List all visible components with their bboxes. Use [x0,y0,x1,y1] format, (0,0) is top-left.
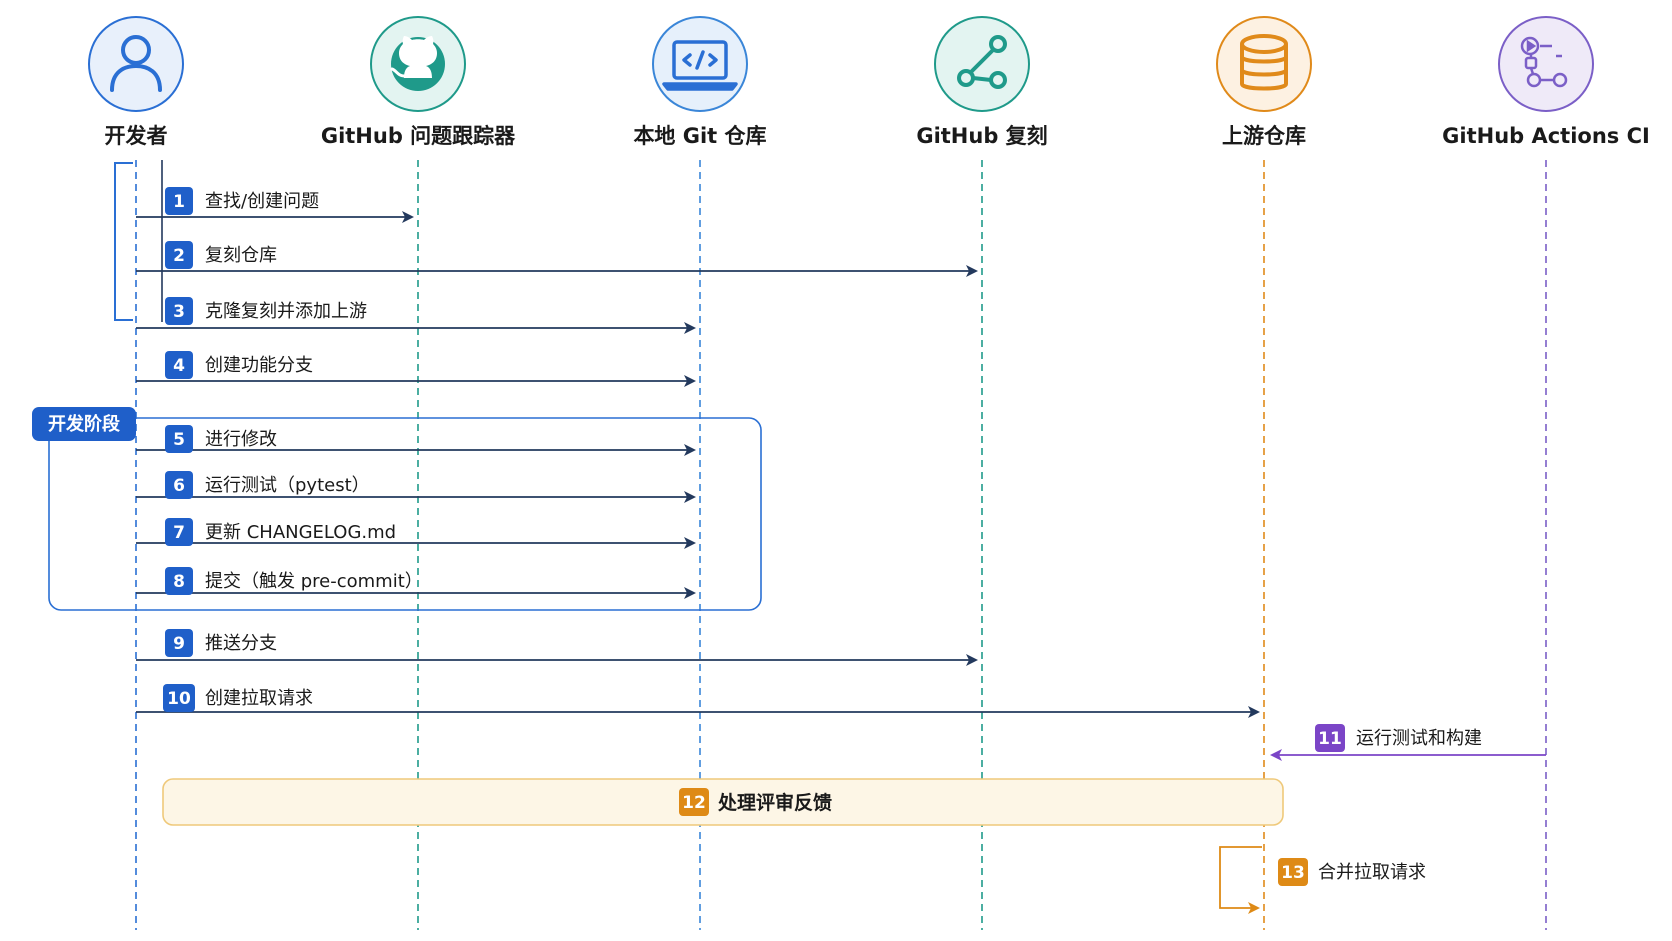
actor-ci: GitHub Actions CI [1442,16,1650,148]
fork-icon [957,35,1007,89]
message-badge-6 [165,471,193,499]
message-10: 10 创建拉取请求 [136,684,1260,718]
message-badge-4 [165,351,193,379]
laptop-code-icon [662,40,738,91]
message-badge-2 [165,241,193,269]
message-badge-11 [1315,724,1345,752]
merge-number: 13 [1281,863,1305,883]
message-number-3: 3 [173,302,185,322]
message-11: 11 运行测试和构建 [1270,724,1546,761]
message-2: 2 复刻仓库 [136,241,978,277]
message-badge-5 [165,425,193,453]
message-number-5: 5 [173,430,185,450]
actor-developer: 开发者 [88,16,184,148]
message-number-1: 1 [173,192,185,212]
message-badge-10 [163,684,195,712]
message-label-7: 更新 CHANGELOG.md [205,522,396,543]
merge-message: 13 合并拉取请求 [1219,846,1426,914]
merge-self-loop-arrow [1219,846,1262,914]
actor-label-upstream: 上游仓库 [1222,124,1306,148]
message-3: 3 克隆复刻并添加上游 [136,297,696,334]
actor-label-issues: GitHub 问题跟踪器 [321,124,516,148]
message-5: 5 进行修改 [136,425,696,456]
message-7: 7 更新 CHANGELOG.md [136,518,696,549]
message-number-8: 8 [173,572,185,592]
actor-local: 本地 Git 仓库 [633,16,767,148]
actor-label-developer: 开发者 [105,124,168,148]
message-9: 9 推送分支 [136,629,978,666]
workflow-icon [1520,36,1568,88]
actor-issues: GitHub 问题跟踪器 [321,16,516,148]
feedback-badge [679,788,709,816]
message-label-8: 提交（触发 pre-commit） [205,571,423,592]
message-badge-3 [165,297,193,325]
message-label-1: 查找/创建问题 [205,191,319,212]
message-4: 4 创建功能分支 [136,351,696,387]
message-label-2: 复刻仓库 [205,245,277,266]
github-logo-icon [390,36,445,91]
message-label-11: 运行测试和构建 [1356,728,1482,749]
message-badge-7 [165,518,193,546]
actor-label-fork: GitHub 复刻 [916,124,1047,148]
message-number-7: 7 [173,523,185,543]
message-label-4: 创建功能分支 [205,355,313,376]
actor-label-local: 本地 Git 仓库 [633,124,766,148]
message-6: 6 运行测试（pytest） [136,471,696,503]
phase-label: 开发阶段 [48,413,121,435]
message-number-6: 6 [173,476,185,496]
activation-bracket [114,162,133,321]
message-label-5: 进行修改 [205,429,277,450]
message-number-4: 4 [173,356,185,376]
message-badge-9 [165,629,193,657]
feedback-label: 处理评审反馈 [717,791,832,814]
merge-label: 合并拉取请求 [1318,862,1426,883]
message-badge-1 [165,187,193,215]
merge-badge [1278,858,1308,886]
actor-fork: GitHub 复刻 [916,16,1048,148]
user-icon [110,35,162,92]
message-number-10: 10 [167,689,191,709]
review-feedback-box: 12 处理评审反馈 [162,778,1284,826]
actor-upstream: 上游仓库 [1216,16,1312,148]
message-label-9: 推送分支 [205,633,277,654]
message-label-3: 克隆复刻并添加上游 [205,301,367,322]
message-number-9: 9 [173,634,185,654]
message-8: 8 提交（触发 pre-commit） [136,567,696,599]
message-1: 1 查找/创建问题 [136,187,414,223]
feedback-number: 12 [682,793,706,813]
actor-label-ci: GitHub Actions CI [1442,124,1650,148]
database-icon [1240,34,1288,91]
message-label-6: 运行测试（pytest） [205,475,370,496]
message-number-11: 11 [1318,729,1342,749]
message-badge-8 [165,567,193,595]
message-label-10: 创建拉取请求 [205,688,313,709]
phase-tag [32,407,136,441]
development-phase-box: 开发阶段 [32,407,762,611]
message-number-2: 2 [173,246,185,266]
